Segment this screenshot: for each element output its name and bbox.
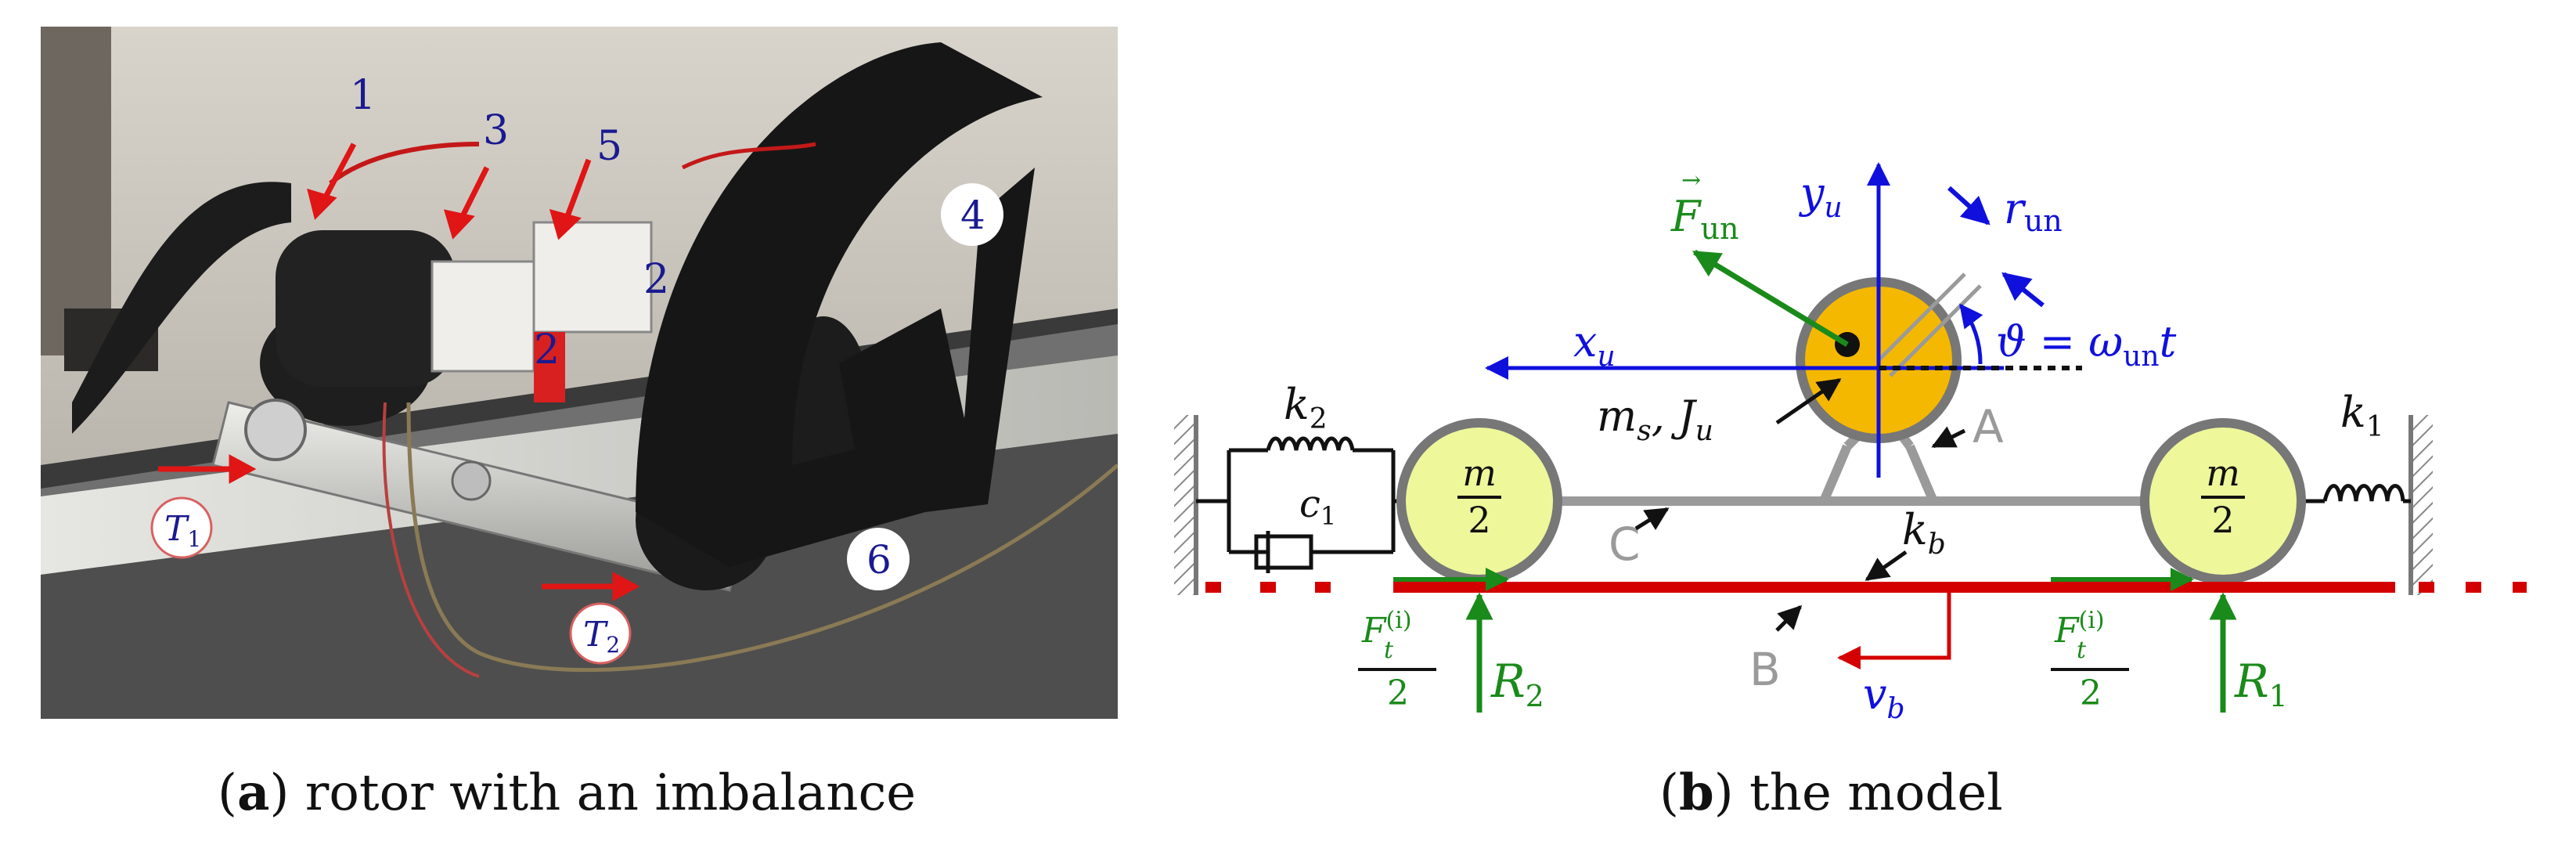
yu-label: yu (1799, 168, 1843, 224)
callout-1: 1 (350, 72, 376, 119)
rotor-a (1796, 272, 1982, 443)
model-diagram: k2 c1 k1 m 2 m 2 (1174, 162, 2527, 725)
r2-label: R2 (1490, 655, 1544, 713)
callout-2-left: 2 (534, 327, 560, 373)
roller-right: m 2 (2140, 418, 2306, 584)
rotor-photo: 1 3 5 2 2 4 6 T1 T2 (41, 27, 1118, 719)
left-wall (1174, 415, 1198, 595)
ms-ju-pointer (1775, 377, 1842, 425)
callout-6-badge (847, 528, 910, 590)
roller-left: m 2 (1396, 418, 1562, 584)
callout-arrows (158, 143, 640, 601)
k2-label: k2 (1284, 380, 1328, 435)
roller-right-mass-num: m (2206, 452, 2240, 494)
vb-label: vb (1863, 669, 1905, 725)
svg-text:F(i): F(i) (2054, 607, 2105, 651)
theta-arc (1959, 303, 1983, 365)
f-un-label: Fun (1670, 192, 1738, 246)
svg-text:F(i): F(i) (1361, 607, 1412, 651)
ms-ju-label: ms, Ju (1597, 392, 1713, 447)
vb-arrow (1837, 587, 1951, 669)
r-un-arrow-top (1947, 186, 1991, 226)
k1-label: k1 (2340, 388, 2384, 443)
t1-label: T1 (164, 509, 201, 552)
f-un-vector-mark: → (1681, 167, 1701, 194)
point-c-label: C (1609, 518, 1641, 571)
c1-label: c1 (1299, 482, 1336, 531)
theta-label: ϑ = ωunt (1996, 317, 2177, 373)
callout-5: 5 (596, 123, 622, 170)
callout-3: 3 (483, 107, 509, 154)
svg-text:t: t (1384, 637, 1394, 664)
roller-right-mass-den: 2 (2211, 499, 2234, 541)
c-pointer (1634, 507, 1670, 531)
caption-b: (b) the model (1659, 763, 2003, 822)
point-b-label: B (1749, 643, 1781, 696)
right-wall (2408, 415, 2433, 595)
kb-pointer (1864, 550, 1908, 582)
svg-text:2: 2 (1387, 673, 1409, 713)
ft-left-label: F(i) t 2 (1358, 607, 1436, 713)
a-pointer (1931, 426, 1966, 449)
t2-label: T2 (583, 615, 620, 658)
svg-text:t: t (2077, 637, 2087, 664)
force-f-un (1692, 250, 1849, 347)
kb-label: kb (1902, 505, 1946, 561)
r-un-arrow-bottom (2001, 272, 2045, 308)
b-pointer (1775, 604, 1803, 632)
roller-left-mass-den: 2 (1468, 499, 1490, 541)
r-un-label: run (2004, 184, 2063, 238)
t1-badge (150, 496, 213, 559)
ft-right-label: F(i) t 2 (2051, 607, 2129, 713)
xu-label: xu (1573, 317, 1616, 373)
caption-a: (a) rotor with an imbalance (218, 763, 917, 822)
callout-6: 6 (866, 537, 892, 583)
r1-label: R1 (2234, 655, 2288, 713)
point-a-label: A (1973, 400, 2004, 453)
callout-4-badge (941, 183, 1003, 246)
svg-text:2: 2 (2080, 673, 2102, 713)
callout-2-right: 2 (643, 256, 669, 303)
roller-left-mass-num: m (1462, 452, 1497, 494)
spring-k1 (2301, 484, 2411, 503)
callout-4: 4 (960, 193, 985, 238)
t2-badge (569, 602, 632, 665)
